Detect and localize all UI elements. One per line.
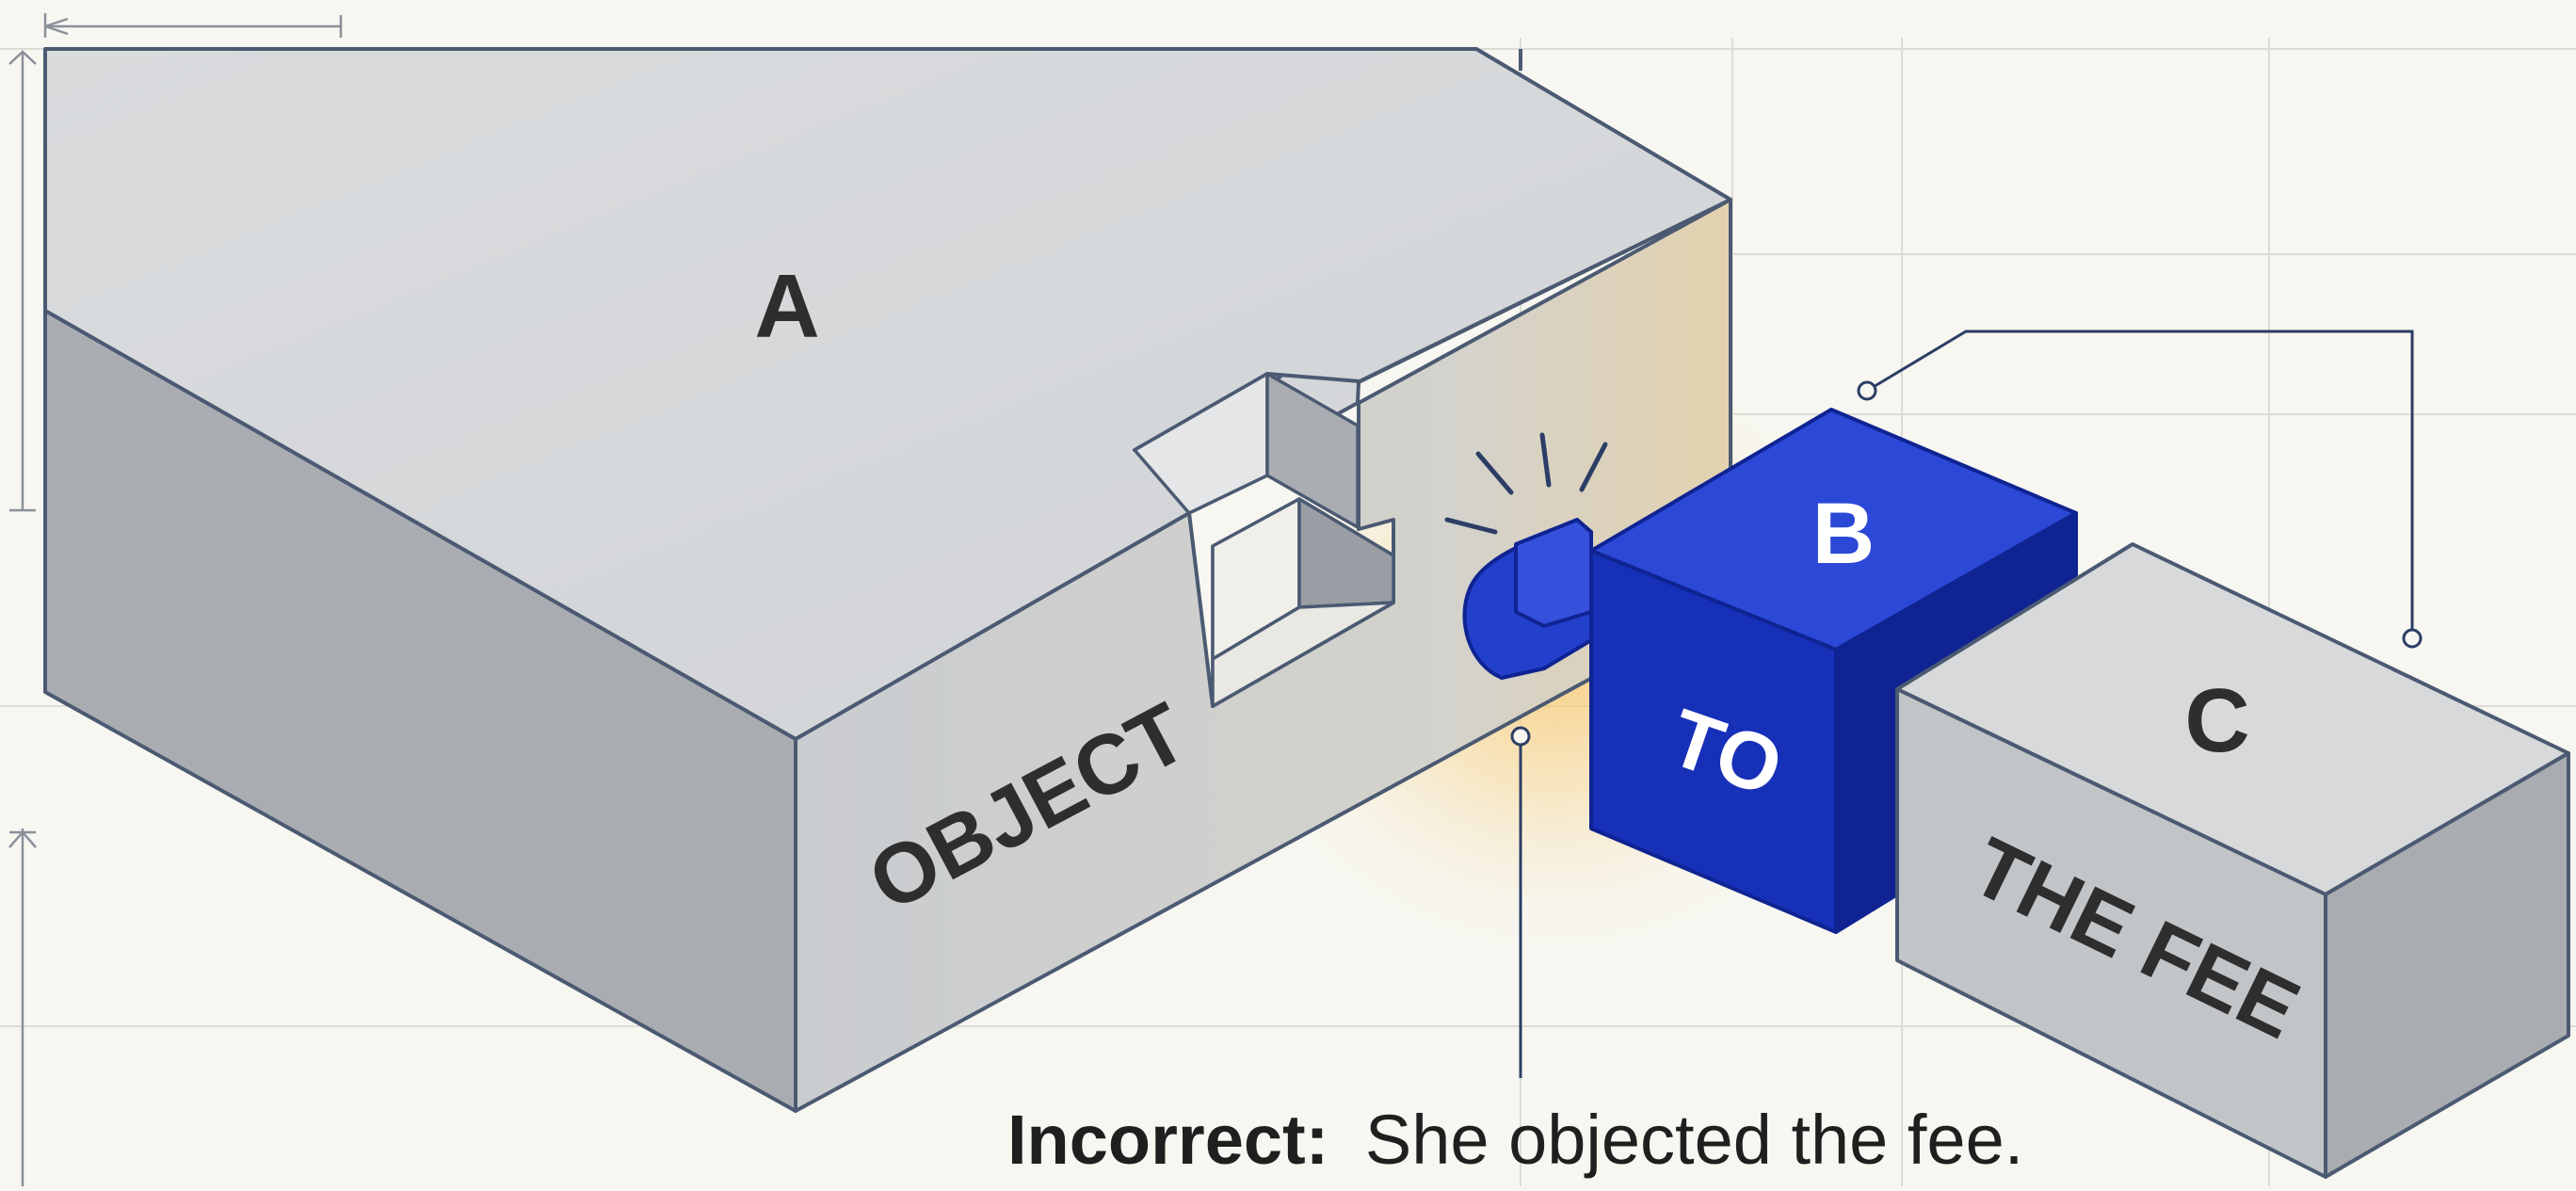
caption-label: Incorrect: [1007,1101,1328,1179]
block-a-front [794,198,1732,1113]
caption: Incorrect: She objected the fee. [1007,1101,2023,1179]
caption-sentence: She objected the fee. [1365,1101,2023,1179]
impact-lines [1444,432,1608,535]
leader-b-c [1866,330,2414,638]
block-a-notch [1133,372,1395,708]
block-b-tab-top [1514,518,1593,628]
block-a [43,47,1732,1113]
block-c-side [2324,751,2570,1179]
block-a-letter: A [754,256,819,357]
dimension-marks [8,13,343,1186]
leader-lines [1510,330,2423,1078]
block-c [1895,542,2570,1179]
block-b-letter: B [1812,486,1875,582]
block-c-letter: C [2184,670,2249,771]
